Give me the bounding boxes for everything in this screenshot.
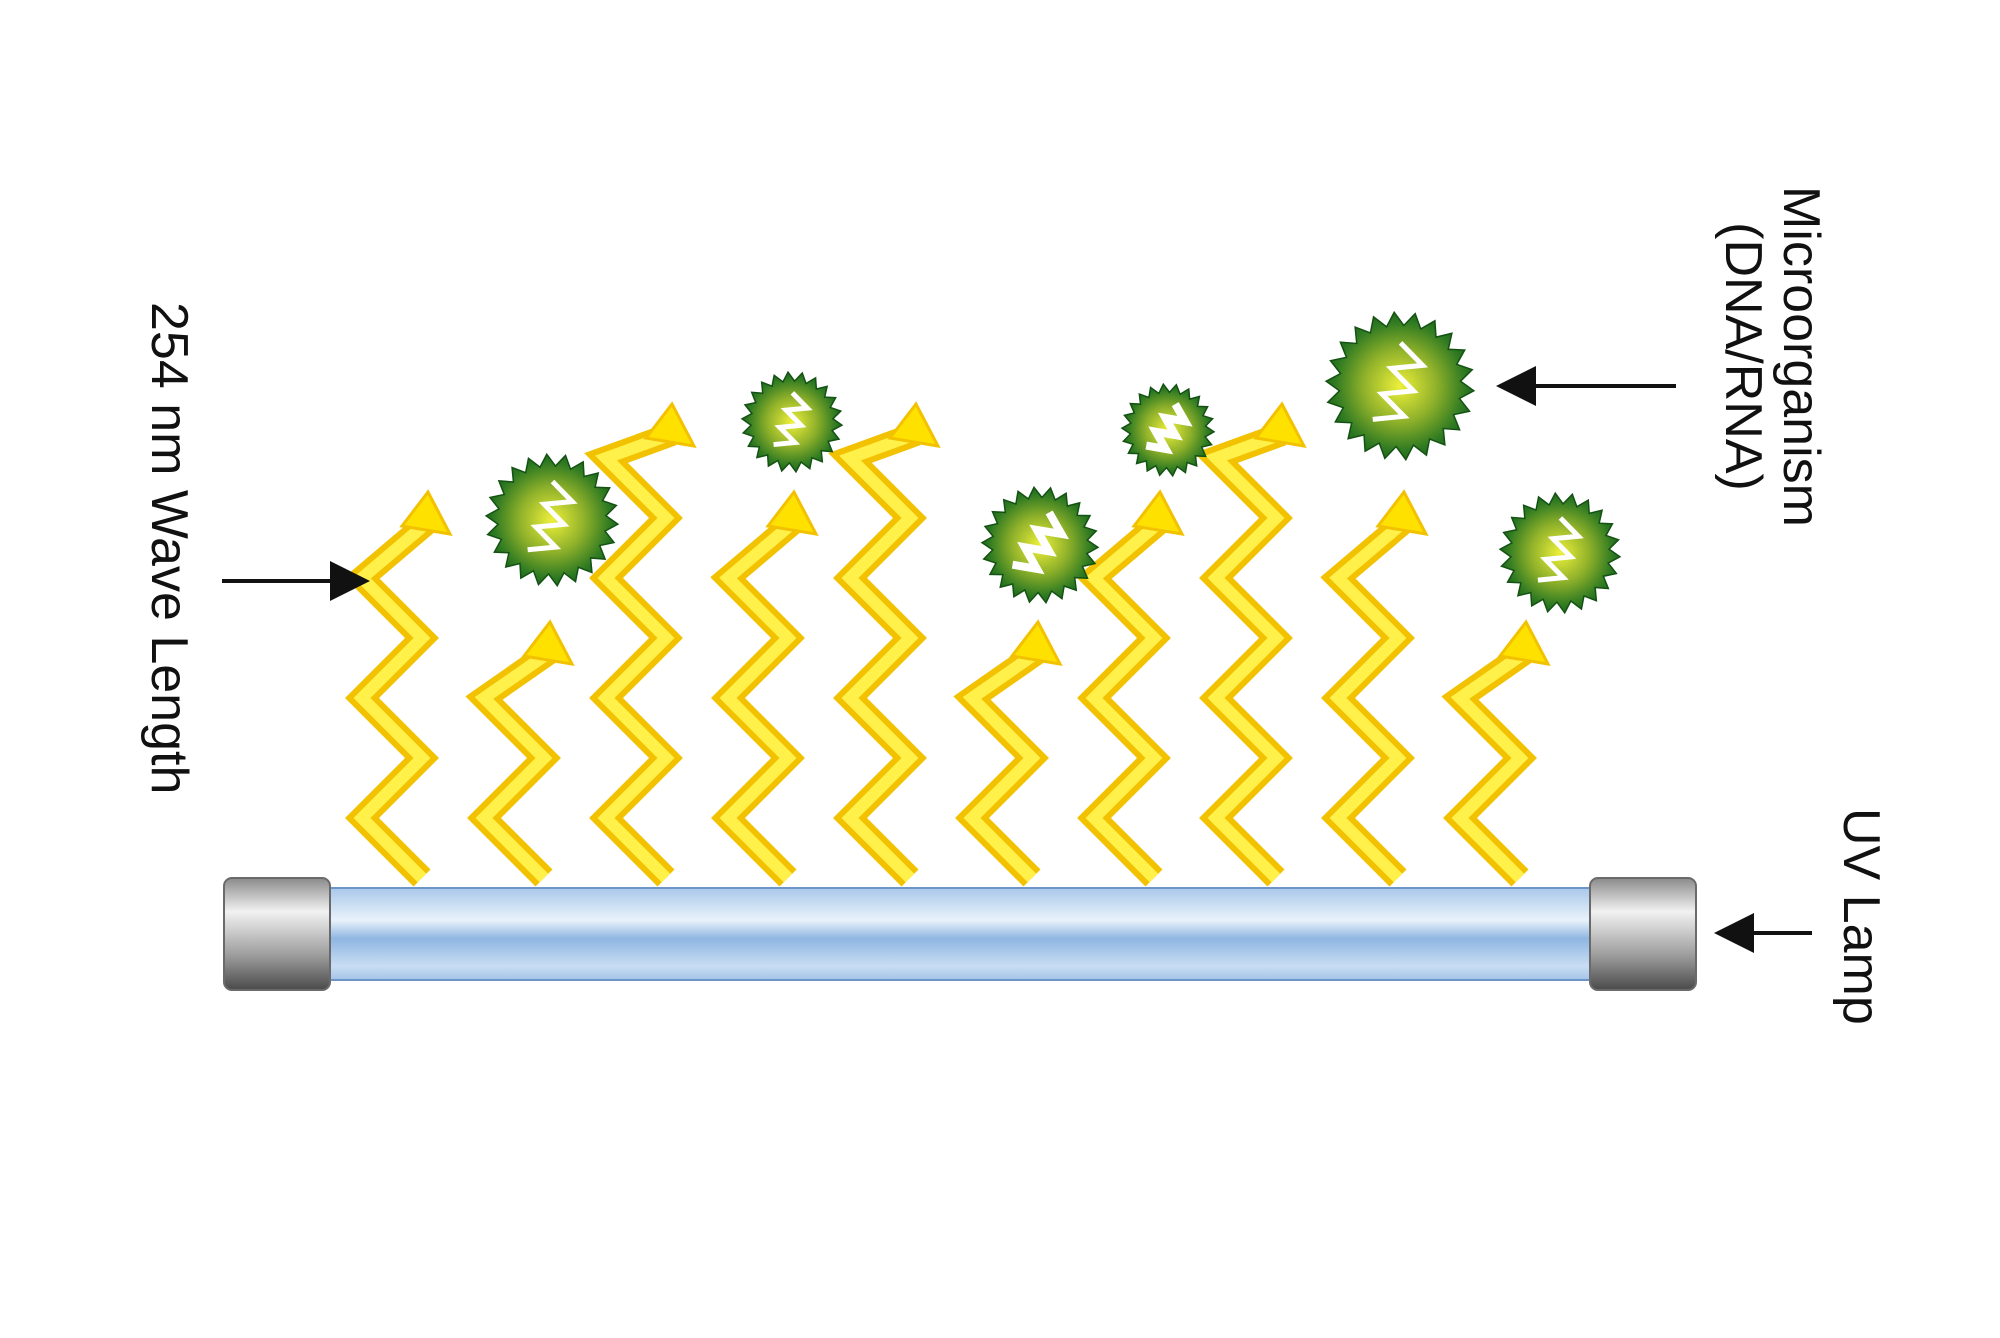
uv-lamp-cap-right — [1589, 877, 1697, 991]
uv-lamp-tube — [319, 887, 1611, 981]
uv-wave — [344, 489, 453, 887]
microorganism — [484, 452, 620, 588]
microorganism-label-line1: Microorganism — [1772, 186, 1830, 527]
microorganisms-group — [484, 310, 1622, 615]
uv-wave — [584, 401, 697, 887]
uv-wave — [953, 619, 1063, 887]
microorganism — [1498, 491, 1622, 615]
uv-wave — [1441, 619, 1551, 887]
uv-lamp-label: UV Lamp — [1832, 808, 1890, 1025]
uv-waves-group — [344, 401, 1551, 887]
microorganism-label-line2: (DNA/RNA) — [1714, 222, 1772, 491]
wavelength-label: 254 nm Wave Length — [140, 302, 198, 794]
uv-wave — [1076, 489, 1185, 887]
uv-lamp-label-text: UV Lamp — [1832, 808, 1890, 1025]
uv-lamp — [223, 877, 1697, 991]
microorganism — [1324, 310, 1476, 462]
uv-wave — [465, 619, 575, 887]
microorganism — [980, 485, 1100, 605]
uv-wave — [1194, 401, 1307, 887]
microorganism-label: Microorganism (DNA/RNA) — [1714, 186, 1830, 527]
wavelength-label-text: 254 nm Wave Length — [140, 302, 198, 795]
microorganism — [1120, 382, 1216, 478]
uv-lamp-cap-left — [223, 877, 331, 991]
uv-wave — [828, 401, 941, 887]
uv-wave — [710, 489, 819, 887]
microorganism — [740, 370, 844, 474]
uv-wave — [1320, 489, 1429, 887]
